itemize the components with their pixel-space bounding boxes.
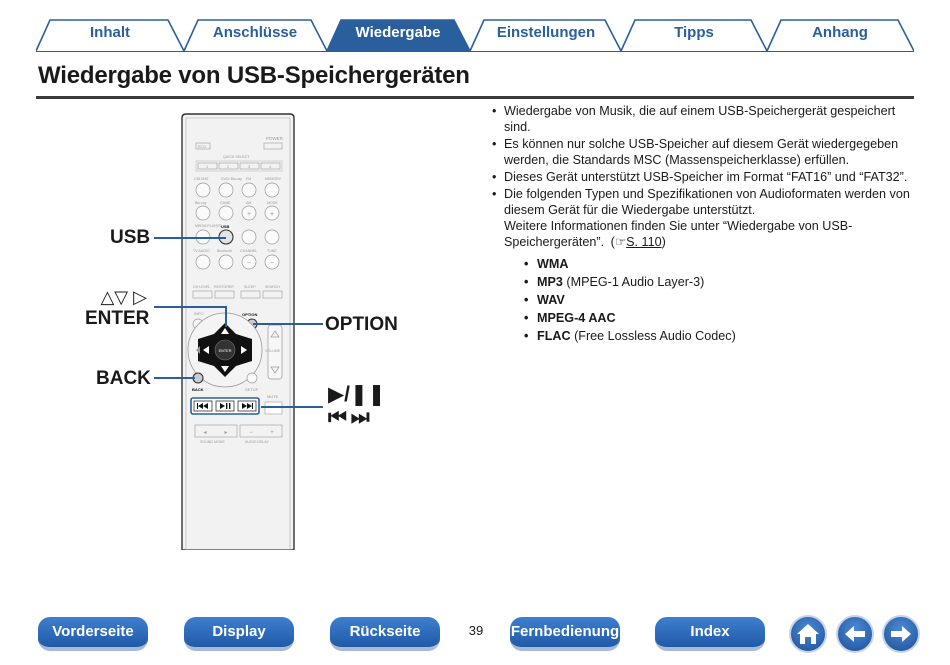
home-button[interactable] <box>789 615 827 653</box>
nav-vorderseite-button[interactable]: Vorderseite <box>38 617 148 651</box>
remote-eco-label: ECO <box>198 145 206 149</box>
page-reference-link[interactable]: S. 110 <box>626 235 662 249</box>
arrows-callout-line <box>154 306 225 308</box>
tab-tipps[interactable]: Tipps <box>674 24 714 41</box>
tab-inhalt[interactable]: Inhalt <box>90 24 130 41</box>
formats-intro: Die folgenden Typen und Spezifikationen … <box>504 187 910 217</box>
svg-text:−: − <box>249 430 253 436</box>
nav-rueckseite-button[interactable]: Rückseite <box>330 617 440 651</box>
tab-anhang[interactable]: Anhang <box>812 24 868 41</box>
format-item: WAV <box>524 292 915 308</box>
remote-volume-label: VOLUME <box>265 349 281 353</box>
format-item: FLAC (Free Lossless Audio Codec) <box>524 328 915 344</box>
forward-arrow-button[interactable] <box>882 615 920 653</box>
option-callout-line <box>253 323 323 325</box>
remote-setup-label: SETUP <box>245 387 259 392</box>
remote-mute-label: MUTE <box>267 394 279 399</box>
remote-r1-dvd: DVD/ Blu-ray <box>221 177 242 181</box>
nav-fernbedienung-button[interactable]: Fernbedienung <box>510 617 620 651</box>
content-text: Wiedergabe von Musik, die auf einem USB-… <box>490 103 915 346</box>
svg-text:−: − <box>270 260 274 267</box>
arrows-callout-label: △▽ ▷ <box>100 287 147 307</box>
page-title: Wiedergabe von USB-Speichergeräten <box>38 62 470 89</box>
ref-close: ) <box>661 235 666 249</box>
tab-anschluesse[interactable]: Anschlüsse <box>212 24 298 41</box>
remote-qs-4: 4 <box>269 164 272 169</box>
remote-power-label: POWER <box>266 136 284 141</box>
remote-r5-search: SEARCH <box>265 285 280 289</box>
remote-qs-1: 1 <box>206 164 209 169</box>
remote-quick-select-label: QUICK SELECT <box>223 155 250 159</box>
back-arrow-button[interactable] <box>836 615 874 653</box>
bullet-list: Wiedergabe von Musik, die auf einem USB-… <box>490 103 915 344</box>
remote-r1-cblsat: CBL/SAT <box>194 177 210 181</box>
home-icon <box>797 624 819 644</box>
remote-enter-label: ENTER <box>219 349 232 353</box>
remote-r2-mode: MODE <box>267 201 278 205</box>
format-item: WMA <box>524 256 915 272</box>
skip-callout-label: ⏮ ⏭ <box>328 406 370 429</box>
formats-more: Weitere Informationen finden Sie unter “… <box>504 219 853 249</box>
svg-text:+: + <box>247 211 251 218</box>
remote-control-drawing: POWER ECO QUICK SELECT 1 2 3 4 CBL/SAT D… <box>181 113 295 550</box>
remote-r1-fm: FM <box>246 177 251 181</box>
remote-audio-delay-label: AUDIO DELAY <box>245 440 270 444</box>
enter-callout-label: ENTER <box>85 308 150 329</box>
remote-r3-media: MEDIA PLAYER <box>195 224 222 228</box>
remote-info-label: INFO <box>194 311 204 316</box>
remote-back-label: BACK <box>192 387 204 392</box>
back-callout-label: BACK <box>96 368 151 389</box>
bullet-msc: Es können nur solche USB-Speicher auf di… <box>490 136 915 168</box>
remote-r4-tune: TUNE <box>267 249 277 253</box>
remote-r5-sleep: SLEEP <box>244 285 256 289</box>
ref-open: ( <box>610 235 615 249</box>
page-number: 39 <box>468 623 484 638</box>
remote-r2-game: GAME <box>220 201 231 205</box>
nav-index-button[interactable]: Index <box>655 617 765 651</box>
format-list: WMA MP3 (MPEG-1 Audio Layer-3) WAV MPEG-… <box>524 256 915 344</box>
top-tab-bar: Inhalt Anschlüsse Wiedergabe Einstellung… <box>36 18 914 52</box>
svg-text:+: + <box>270 430 274 436</box>
svg-text:+: + <box>270 211 274 218</box>
remote-option-label: OPTION <box>242 312 257 317</box>
remote-r4-tvaudio: TV AUDIO <box>193 249 210 253</box>
remote-usb-label: USB <box>221 224 230 229</box>
remote-illustration: POWER ECO QUICK SELECT 1 2 3 4 CBL/SAT D… <box>85 110 450 550</box>
remote-r4-channel: CHANNEL <box>240 249 257 253</box>
remote-r4-bluetooth: Bluetooth <box>217 249 232 253</box>
bullet-formats: Die folgenden Typen und Spezifikationen … <box>490 186 915 344</box>
remote-sound-mode-label: SOUND MODE <box>200 440 225 444</box>
remote-r2-bluray: Blu-ray <box>195 201 207 205</box>
back-callout-line <box>154 377 195 379</box>
option-callout-label: OPTION <box>325 314 398 335</box>
tab-shapes <box>36 19 914 52</box>
usb-callout-line <box>154 237 226 239</box>
remote-r2-am: AM <box>246 201 251 205</box>
remote-r5-chlevel: CH LEVEL <box>193 285 210 289</box>
remote-r1-memory: MEMORY <box>265 177 282 181</box>
page-reference-icon: ☞ <box>614 235 627 249</box>
format-item: MPEG-4 AAC <box>524 310 915 326</box>
play-pause-callout-label: ▶/❚❚ <box>328 383 386 406</box>
title-divider <box>36 96 914 99</box>
svg-text:−: − <box>247 260 251 267</box>
bullet-usb-music: Wiedergabe von Musik, die auf einem USB-… <box>490 103 915 135</box>
arrow-right-icon <box>891 626 911 642</box>
bullet-fat: Dieses Gerät unterstützt USB-Speicher im… <box>490 169 915 185</box>
tab-einstellungen[interactable]: Einstellungen <box>496 24 596 41</box>
remote-r5-restorer: RESTORER <box>214 285 234 289</box>
remote-qs-2: 2 <box>227 164 230 169</box>
arrows-callout-drop <box>225 306 227 327</box>
usb-callout-label: USB <box>110 227 151 248</box>
transport-callout-line <box>261 406 323 408</box>
nav-display-button[interactable]: Display <box>184 617 294 651</box>
svg-text:▸: ▸ <box>224 430 227 436</box>
remote-qs-3: 3 <box>248 164 251 169</box>
arrow-left-icon <box>845 626 865 642</box>
tab-wiedergabe[interactable]: Wiedergabe <box>355 24 441 41</box>
format-item: MP3 (MPEG-1 Audio Layer-3) <box>524 274 915 290</box>
svg-text:◂: ◂ <box>203 430 206 436</box>
